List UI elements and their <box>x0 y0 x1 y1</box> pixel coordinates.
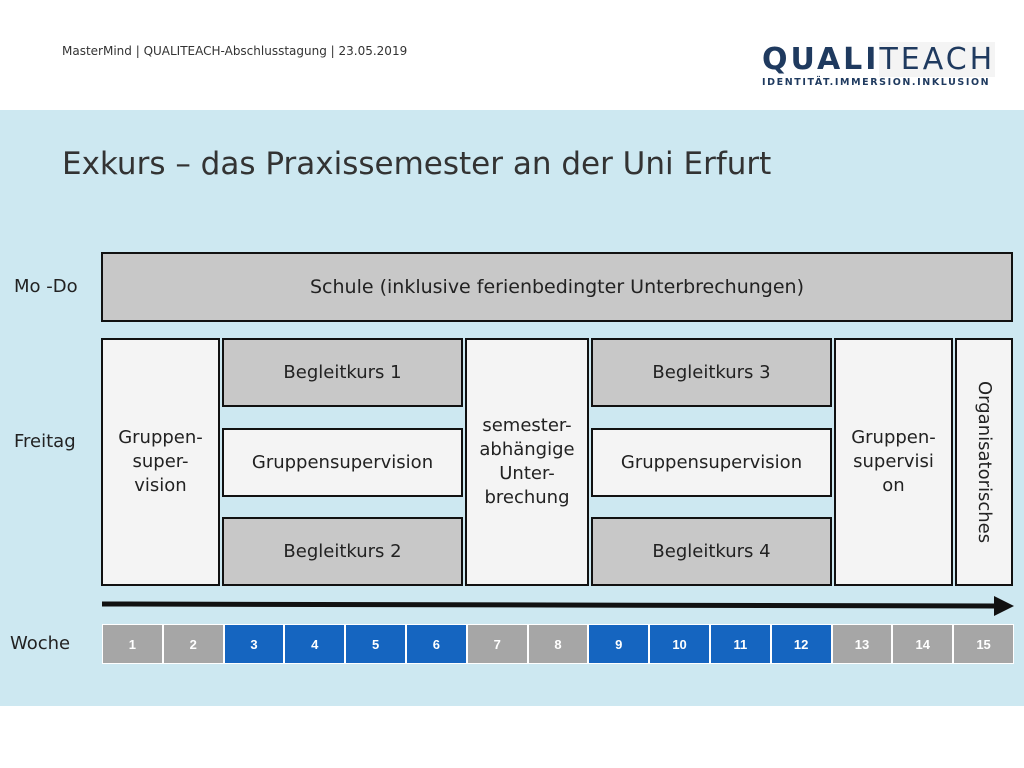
slide-title: Exkurs – das Praxissemester an der Uni E… <box>62 146 772 182</box>
semesterabhaengige-unterbrechung-block: semester- abhängige Unter- brechung <box>465 338 589 586</box>
gruppensupervision-block-3: Gruppensupervision <box>591 428 832 497</box>
schule-block: Schule (inklusive ferienbedingter Unterb… <box>101 252 1013 322</box>
gruppensupervision-block-1: Gruppen- super- vision <box>101 338 220 586</box>
gruppensupervision-block-4: Gruppen- supervisi on <box>834 338 953 586</box>
week-cell-15: 15 <box>953 624 1014 664</box>
week-cell-11: 11 <box>709 624 771 664</box>
week-cell-5: 5 <box>345 624 406 664</box>
logo-light: TEACH <box>879 42 996 77</box>
week-cell-3: 3 <box>223 624 285 664</box>
week-cell-1: 1 <box>102 624 163 664</box>
begleitkurs-2-block: Begleitkurs 2 <box>222 517 463 586</box>
week-cell-7: 7 <box>466 624 528 664</box>
week-cell-13: 13 <box>831 624 893 664</box>
week-cell-9: 9 <box>588 624 650 664</box>
week-cell-2: 2 <box>162 624 224 664</box>
timeline-arrow <box>101 596 1014 616</box>
organisatorisches-block: Organisatorisches <box>955 338 1013 586</box>
qualiteach-logo: QUALITEACH IDENTITÄT.IMMERSION.INKLUSION <box>762 42 996 88</box>
row-label-woche: Woche <box>10 633 71 654</box>
week-cell-14: 14 <box>892 624 954 664</box>
row-label-mo-do: Mo -Do <box>14 276 78 297</box>
logo-subtitle: IDENTITÄT.IMMERSION.INKLUSION <box>762 77 991 88</box>
logo-bold: QUALI <box>762 42 880 77</box>
week-cell-12: 12 <box>770 624 832 664</box>
week-cell-8: 8 <box>527 624 589 664</box>
begleitkurs-4-block: Begleitkurs 4 <box>591 517 832 586</box>
header-meta: MasterMind | QUALITEACH-Abschlusstagung … <box>62 44 408 58</box>
gruppensupervision-block-2: Gruppensupervision <box>222 428 463 497</box>
week-cell-6: 6 <box>405 624 467 664</box>
row-label-freitag: Freitag <box>14 431 76 452</box>
week-cell-4: 4 <box>284 624 346 664</box>
week-cell-10: 10 <box>649 624 710 664</box>
begleitkurs-3-block: Begleitkurs 3 <box>591 338 832 407</box>
begleitkurs-1-block: Begleitkurs 1 <box>222 338 463 407</box>
organisatorisches-label: Organisatorisches <box>974 380 995 544</box>
